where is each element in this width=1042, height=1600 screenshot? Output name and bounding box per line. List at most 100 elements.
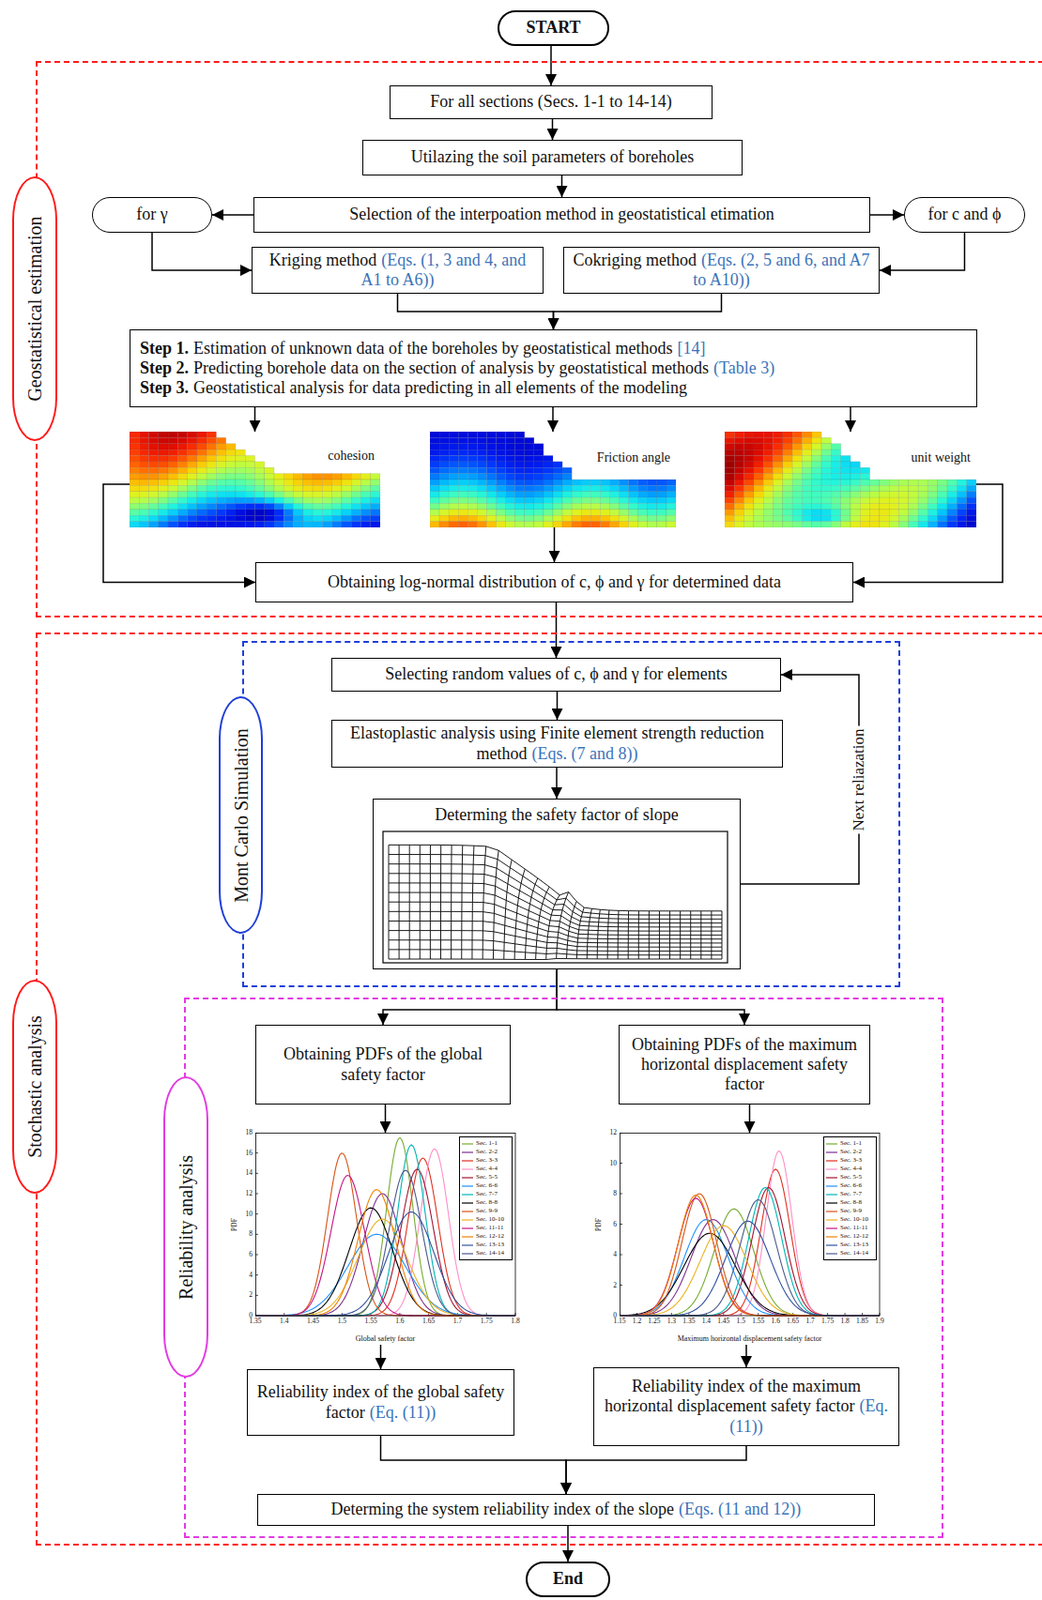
heat-cell [543,461,553,468]
heat-cell [870,485,880,491]
heat-cell [496,497,506,504]
heat-cell [830,504,841,510]
legend-text: Sec. 9-9 [475,1207,498,1216]
heat-cell [763,467,773,474]
heat-cell [734,521,744,528]
flow-connector [384,1104,387,1134]
heat-cell [850,497,860,504]
heat-cell [763,437,773,444]
heat-cell [486,474,496,480]
chart-label: 6 [612,1221,617,1229]
mesh-line [461,845,463,960]
heat-cell [534,461,544,468]
heat-cell [206,431,216,438]
heat-cell [168,491,178,498]
heat-cell [812,479,822,486]
heat-cell [439,467,449,474]
heat-cell [235,497,246,504]
heat-cell [599,491,610,498]
process-box: Selection of the interpoation method in … [253,197,871,233]
heat-cell [255,467,265,474]
legend-line-sample [826,1225,838,1232]
heat-cell [448,485,459,491]
heat-cell [149,485,159,491]
heat-cell [773,521,783,528]
heat-cell [187,491,198,498]
pdf-curve [619,1194,880,1317]
heat-cell [274,521,284,528]
heat-cell [168,509,178,516]
heat-cell [666,485,676,491]
label-wrap: Maximum horizontal displacement safety f… [619,1334,880,1344]
heat-cell [628,509,639,516]
heat-cell [821,521,831,528]
heat-cell [734,474,744,480]
legend-entry: Sec. 13-13 [826,1241,874,1250]
heat-cell [486,479,496,486]
heat-cell [476,497,487,504]
heat-cell [830,491,841,498]
process-box: For all sections (Secs. 1-1 to 14-14) [389,85,713,120]
heat-cell [609,497,619,504]
heat-cell [812,474,822,480]
heat-cell [801,449,812,456]
heat-cell [332,504,342,510]
heat-cell [177,474,187,480]
heat-cell [255,461,265,468]
heat-cell [351,504,361,510]
heat-cell [515,509,525,516]
heat-cell [753,431,764,438]
heat-cell [351,497,361,504]
heat-cell [197,521,207,528]
heat-cell [360,491,370,498]
heat-cell [429,485,440,491]
heat-cell [801,485,812,491]
heat-cell [724,504,735,510]
heat-cell [734,509,744,516]
flow-connector [870,214,905,216]
heat-cell [543,491,553,498]
heat-cell [429,449,440,456]
heat-cell [138,485,149,491]
heat-cell [888,485,899,491]
heat-cell [370,504,381,510]
text-line: End [552,1569,583,1590]
heat-cell [467,437,477,444]
chart-label: 1.6 [771,1317,781,1326]
heat-cell [341,474,352,480]
heat-cell [226,491,236,498]
heat-cell [850,461,860,468]
heat-cell [753,449,764,456]
heat-cell [138,504,149,510]
heat-cell [496,431,506,438]
legend-entry: Sec. 2-2 [461,1148,510,1157]
flow-connector [740,674,859,885]
legend-text: Sec. 9-9 [840,1207,862,1216]
region-label: Stochastic analysis [24,1015,46,1159]
heat-cell [467,474,477,480]
heat-cell [303,474,313,480]
mesh-line [440,844,442,960]
heat-cell [505,521,516,528]
heat-cell [149,444,159,450]
heat-cell [476,509,487,516]
text-line: Elastoplastic analysis using Finite elem… [339,723,775,764]
heat-cell [763,479,773,486]
heat-cell [792,444,802,450]
legend-line [826,1202,838,1204]
heat-cell [187,467,198,474]
heat-cell [187,456,198,462]
heat-cell [763,485,773,491]
text-line: Utilazing the soil parameters of borehol… [411,147,694,168]
heat-cell [581,485,591,491]
heat-cell [486,491,496,498]
heat-cell [562,479,572,486]
heat-cell [476,515,487,521]
heat-cell [215,449,226,456]
pdf-curve [619,1188,880,1317]
heat-cell [515,521,525,528]
heat-cell [486,497,496,504]
heat-cell [439,431,449,438]
heat-cell [571,521,582,528]
heat-cell [197,444,207,450]
